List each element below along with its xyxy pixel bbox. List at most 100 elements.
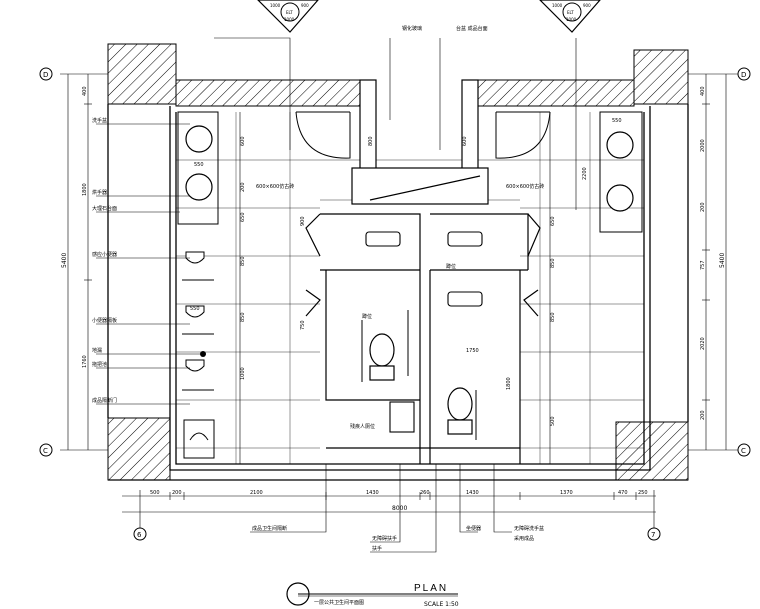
grid-bubbles bbox=[39, 67, 751, 541]
left-outer-dim-texts: 400 1800 1760 bbox=[82, 86, 88, 368]
label-bot6: 采用成品 bbox=[514, 535, 534, 542]
urinals bbox=[182, 251, 214, 391]
plan-scale: SCALE 1:50 bbox=[424, 601, 459, 608]
right-inner-dim: 850 bbox=[550, 258, 556, 268]
mid-dim: 750 bbox=[300, 320, 306, 330]
label-left2: 烘手器 bbox=[92, 189, 107, 196]
plan-caption: 一层公共卫生间平面图 bbox=[314, 599, 364, 606]
squat-pans bbox=[365, 231, 483, 433]
top-dim-2: 900 bbox=[301, 3, 309, 8]
left-outer-dim: 400 bbox=[82, 86, 88, 96]
mid-dim: 550 bbox=[194, 162, 204, 168]
floor-drain bbox=[200, 351, 206, 357]
label-top1: 钢化玻璃 bbox=[402, 25, 422, 32]
section-marker-left: 1000 900 ELT 1000 bbox=[257, 0, 319, 33]
label-cub2: 蹲位 bbox=[446, 263, 456, 270]
bottom-dim: 1370 bbox=[560, 490, 573, 496]
label-bot5: 无障碍洗手盆 bbox=[514, 525, 544, 532]
grid-label-d-left: D bbox=[43, 71, 48, 79]
grid-label-c-left: C bbox=[43, 447, 48, 455]
mid-dim: 2200 bbox=[582, 167, 588, 180]
wash-basins bbox=[185, 125, 634, 212]
top-dim-4: 1000 bbox=[284, 17, 295, 22]
left-inner-dim: 200 bbox=[240, 182, 246, 192]
svg-text:1000: 1000 bbox=[552, 3, 563, 8]
plan-title: PLAN bbox=[414, 583, 448, 594]
left-inner-dim-texts: 600 200 650 850 850 1000 bbox=[240, 136, 246, 380]
mid-dim: 1800 bbox=[506, 377, 512, 390]
bottom-dim: 1430 bbox=[366, 490, 379, 496]
label-left7: 拖把池 bbox=[92, 361, 107, 368]
left-outer-dim: 1800 bbox=[82, 183, 88, 196]
label-left1: 洗手盆 bbox=[92, 117, 107, 124]
left-inner-dim: 850 bbox=[240, 312, 246, 322]
dim-lines bbox=[60, 73, 738, 530]
svg-text:ELT: ELT bbox=[567, 10, 574, 15]
dim-bottom-total: 8000 bbox=[392, 505, 407, 512]
annotation-labels: 钢化玻璃 台盆 成品台面 洗手盆 烘手器 大理石台面 感应小便器 小便器隔板 地… bbox=[92, 25, 544, 552]
section-marker-right: 1000 900 ELT 1000 bbox=[539, 0, 601, 33]
label-left4: 感应小便器 bbox=[92, 251, 117, 258]
top-dim-1: 1000 bbox=[270, 3, 281, 8]
mid-dim: 900 bbox=[300, 216, 306, 226]
leader-lines bbox=[96, 37, 577, 553]
bottom-dim: 1430 bbox=[466, 490, 479, 496]
svg-text:900: 900 bbox=[583, 3, 591, 8]
bottom-dim: 200 bbox=[172, 490, 182, 496]
right-outer-dim: 2020 bbox=[700, 337, 706, 350]
toilets bbox=[369, 333, 473, 435]
label-mid2: 600×600仿古砖 bbox=[506, 183, 544, 190]
label-bot3: 坐便器 bbox=[466, 525, 481, 532]
right-outer-dim: 200 bbox=[700, 410, 706, 420]
vanity-counters bbox=[177, 111, 643, 233]
label-left3: 大理石台面 bbox=[92, 205, 117, 212]
label-left5: 小便器隔板 bbox=[92, 317, 117, 324]
bottom-dim: 260 bbox=[420, 490, 430, 496]
basin-right-1 bbox=[606, 131, 634, 159]
label-bot4: 扶手 bbox=[372, 545, 382, 552]
left-inner-dim: 600 bbox=[240, 136, 246, 146]
label-left6: 地漏 bbox=[92, 347, 102, 354]
entrance-door-swings bbox=[295, 111, 551, 159]
right-outer-dim: 757 bbox=[700, 260, 706, 270]
bottom-dim: 2100 bbox=[250, 490, 263, 496]
mid-dim: 600 bbox=[462, 136, 468, 146]
bottom-dim-texts: 500 200 2100 1430 260 1430 1370 470 250 bbox=[150, 490, 648, 496]
mid-dim-texts: 550 550 800 600 900 750 1750 1800 2200 bbox=[190, 136, 588, 390]
cubicle-partitions bbox=[305, 213, 541, 464]
label-bot1: 成品卫生间隔断 bbox=[252, 525, 287, 532]
right-outer-dim-texts: 400 2000 200 757 2020 200 bbox=[700, 86, 706, 420]
mid-dim: 1750 bbox=[466, 348, 479, 354]
left-inner-dim: 850 bbox=[240, 256, 246, 266]
grab-bars bbox=[361, 310, 477, 440]
label-mid1: 600×600仿古砖 bbox=[256, 183, 294, 190]
outer-walls bbox=[107, 104, 689, 481]
grid-label-d-right: D bbox=[741, 71, 746, 79]
right-outer-dim: 2000 bbox=[700, 139, 706, 152]
label-top2: 台盆 成品台面 bbox=[456, 25, 488, 32]
bottom-dim: 470 bbox=[618, 490, 628, 496]
grid-label-6: 6 bbox=[137, 531, 142, 539]
right-outer-dim: 200 bbox=[700, 202, 706, 212]
label-cub1: 蹲位 bbox=[362, 313, 372, 320]
basin-right-2 bbox=[606, 184, 634, 212]
dim-right-total: 5400 bbox=[719, 253, 726, 268]
left-inner-dim: 650 bbox=[240, 212, 246, 222]
basin-left-1 bbox=[185, 125, 213, 153]
left-inner-dim: 1000 bbox=[240, 367, 246, 380]
right-inner-dim: 850 bbox=[550, 312, 556, 322]
dim-left-total: 5400 bbox=[61, 253, 68, 268]
top-dim-3: ELT bbox=[286, 10, 293, 15]
label-bot2: 无障碍扶手 bbox=[372, 535, 397, 542]
title-block: PLAN SCALE 1:50 一层公共卫生间平面图 bbox=[286, 582, 459, 608]
bottom-dim: 250 bbox=[638, 490, 648, 496]
mid-dim: 550 bbox=[190, 306, 200, 312]
left-outer-dim: 1760 bbox=[82, 355, 88, 368]
basin-left-2 bbox=[185, 173, 213, 201]
grid-label-7: 7 bbox=[651, 531, 655, 539]
grid-label-c-right: C bbox=[741, 447, 746, 455]
entrance-posts bbox=[351, 79, 489, 205]
right-inner-dim-texts: 550 650 850 850 500 bbox=[550, 118, 622, 426]
right-inner-dim: 550 bbox=[612, 118, 622, 124]
